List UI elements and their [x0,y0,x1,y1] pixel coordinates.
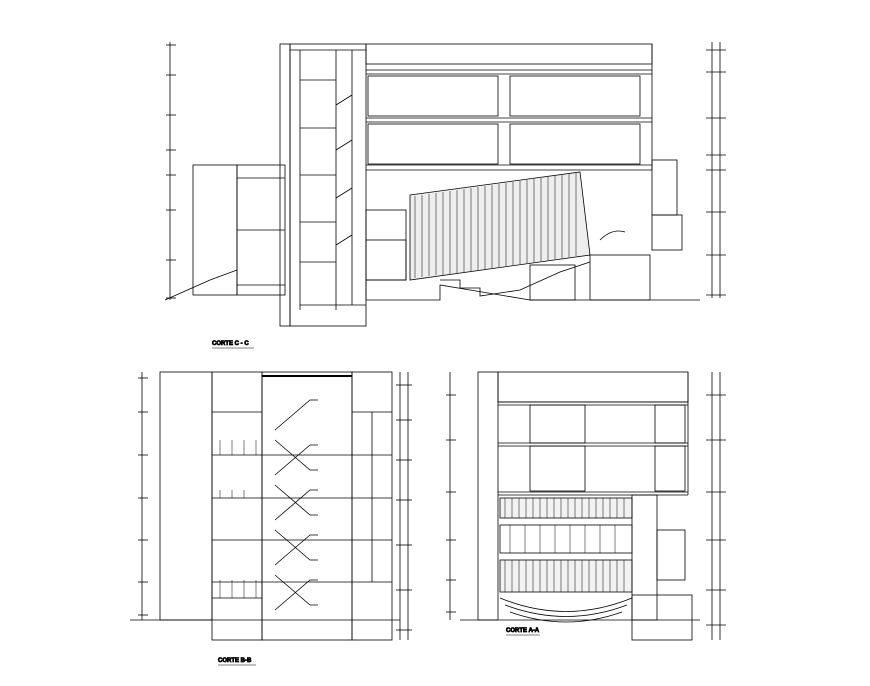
a-left-wall [477,371,499,621]
stair-tower [289,43,367,327]
level-scale-left-a [446,372,456,620]
b-stair-core [261,371,353,641]
section-c-c [164,42,726,327]
section-title-a-a: CORTE A-A [506,628,540,634]
section-title-c-c: CORTE C - C [212,341,249,347]
level-scale-left-b [138,372,148,620]
annex-block [192,164,238,296]
level-scale-right-b [396,372,412,640]
b-side-wall [159,371,213,621]
level-scale-left-c [166,42,176,300]
level-scale-right-a [706,372,726,640]
auditorium-seating-c [409,171,591,297]
section-a-a [446,371,726,641]
section-title-b-b: CORTE B-B [218,658,252,664]
auditorium-seating-a [499,497,633,623]
level-scale-right-c [706,42,726,298]
b-stair-flights [274,399,318,611]
section-b-b [130,371,412,641]
roof-slab [365,43,653,65]
